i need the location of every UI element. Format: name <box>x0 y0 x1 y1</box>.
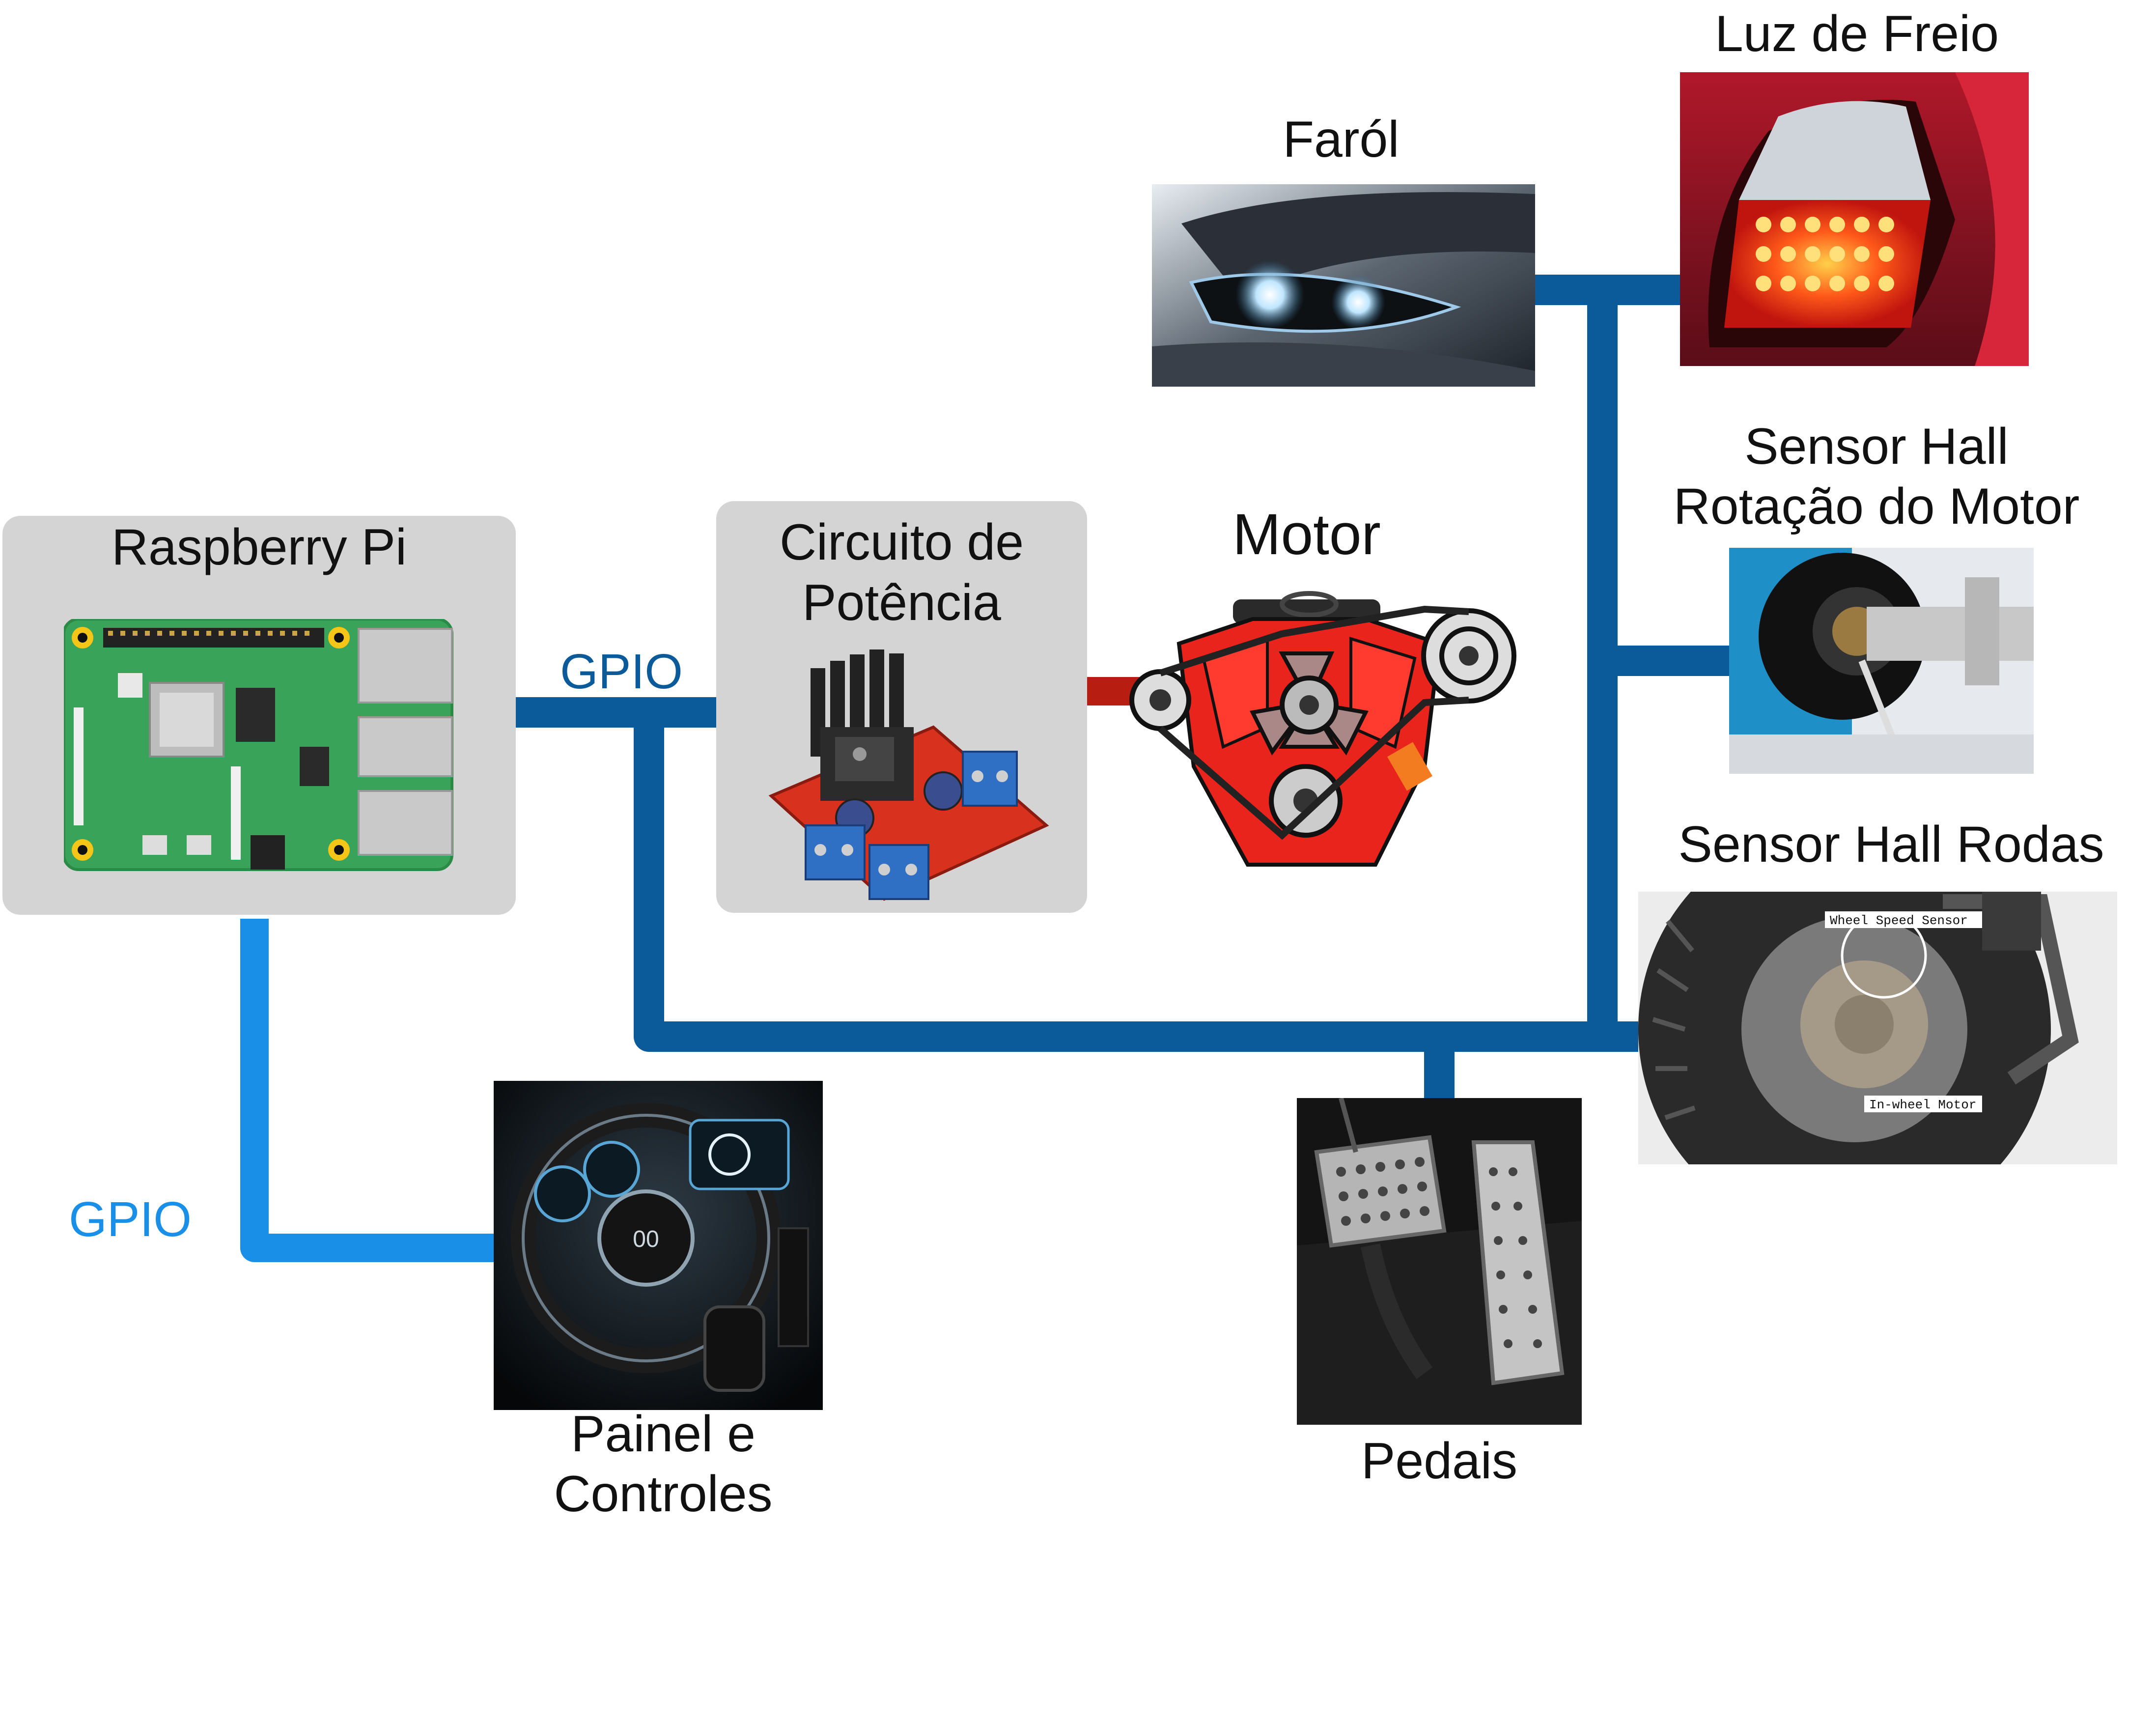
dark-bus <box>515 275 1729 1100</box>
brake-light-photo <box>1680 72 2029 366</box>
in-wheel-motor-tag: In-wheel Motor <box>1869 1098 1976 1112</box>
hall-motor-photo <box>1729 548 2034 774</box>
hall-motor-label-line1: Sensor Hall <box>1744 418 2009 475</box>
power-circuit-label-line1: Circuito de <box>779 514 1024 571</box>
svg-text:00: 00 <box>633 1226 659 1252</box>
gpio-label-top: GPIO <box>560 644 683 699</box>
bus-rpi-to-painel <box>240 919 494 1262</box>
wheel-speed-sensor-tag: Wheel Speed Sensor <box>1830 913 1968 928</box>
hall-rodas-label: Sensor Hall Rodas <box>1678 816 2104 873</box>
painel-label-line2: Controles <box>554 1466 773 1523</box>
engine-icon <box>1129 591 1516 867</box>
dashboard-photo: 00 <box>494 1081 823 1410</box>
raspberry-pi-board-icon <box>64 619 453 871</box>
pedals-photo <box>1297 1098 1582 1425</box>
headlight-photo <box>1152 184 1535 387</box>
gpio-label-left: GPIO <box>69 1192 192 1247</box>
power-circuit-label-line2: Potência <box>802 574 1001 631</box>
h-bridge-board-icon <box>768 649 1049 901</box>
wheel-sensor-photo: Wheel Speed Sensor In-wheel Motor <box>1638 892 2117 1164</box>
raspberry-pi-label: Raspberry Pi <box>111 519 407 576</box>
pedais-label: Pedais <box>1361 1433 1517 1490</box>
bus-main <box>634 712 1660 1052</box>
luz-freio-label: Luz de Freio <box>1714 5 1999 62</box>
hall-motor-label-line2: Rotação do Motor <box>1673 478 2080 535</box>
painel-label-line1: Painel e <box>571 1406 756 1463</box>
motor-label: Motor <box>1232 502 1381 567</box>
farol-label: Faról <box>1283 111 1400 168</box>
